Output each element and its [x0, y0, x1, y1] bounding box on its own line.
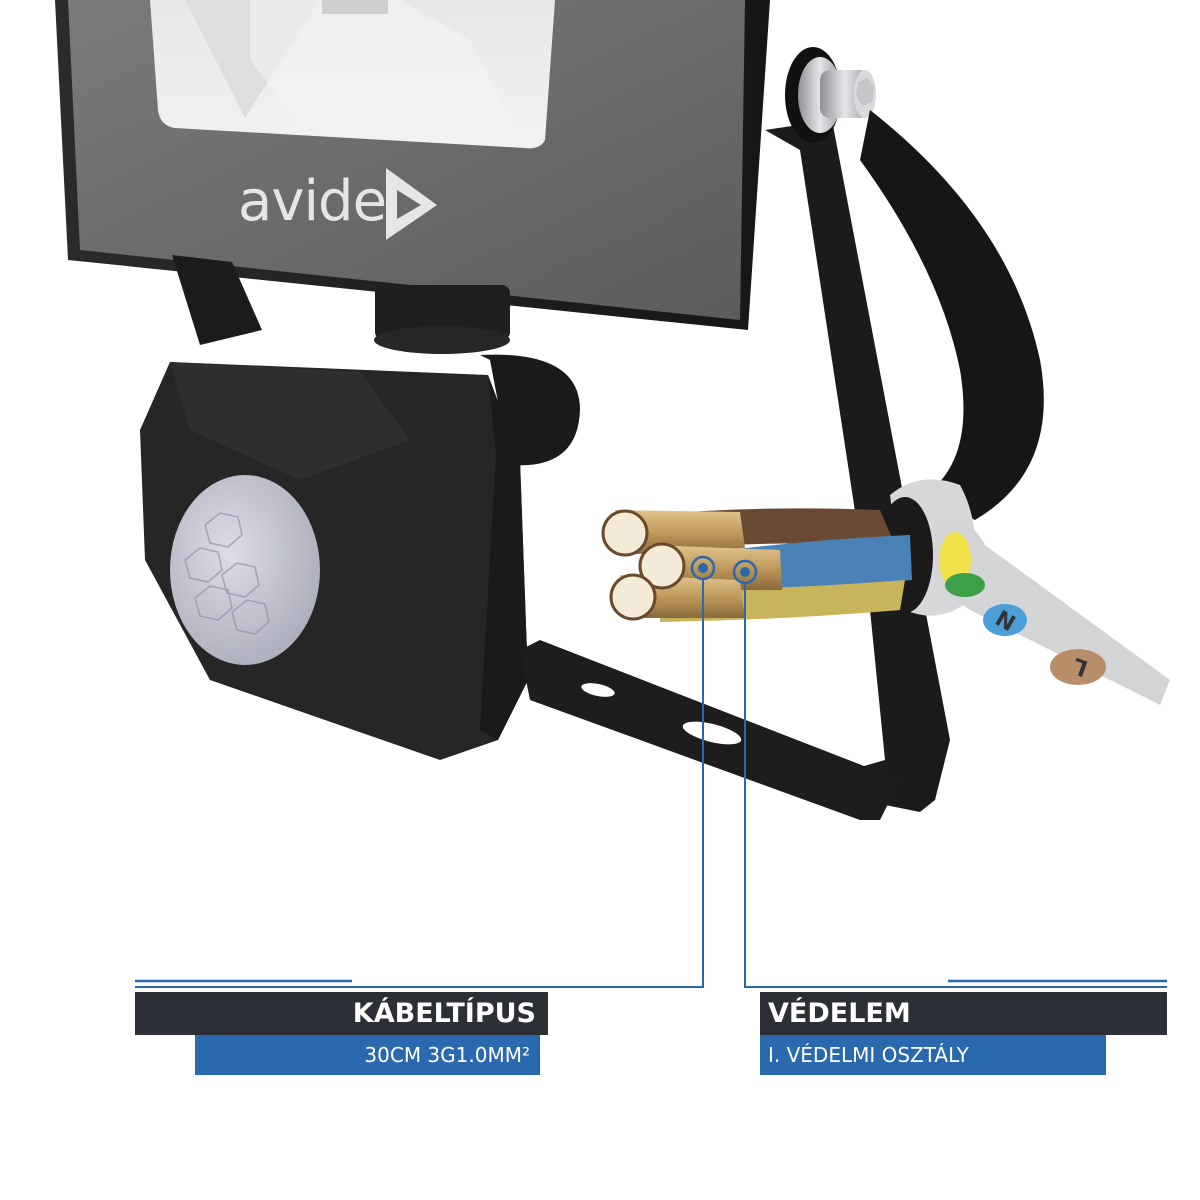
- pointer-line-cable: [135, 579, 704, 988]
- pir-lens: [170, 475, 320, 665]
- power-cable: [860, 110, 1044, 520]
- floodlight-body: avide: [55, 0, 770, 330]
- spec-title-protection: VÉDELEM: [760, 992, 1167, 1035]
- bolt-icon: [785, 47, 876, 143]
- spec-title-cable-type: KÁBELTÍPUS: [135, 992, 548, 1035]
- wires: [601, 508, 912, 622]
- wire-label-tag: N L: [935, 519, 1170, 705]
- motion-sensor: [140, 362, 528, 760]
- mount-arm-left: [172, 255, 262, 345]
- bracket-slot: [682, 721, 742, 745]
- svg-text:avide: avide: [238, 169, 386, 234]
- brand-logo: avide: [238, 168, 437, 240]
- mounting-bracket: [520, 120, 950, 820]
- bracket-hole: [581, 683, 615, 697]
- spec-value-cable-type: 30CM 3G1.0MM²: [195, 1035, 540, 1075]
- callout-pointers: [135, 555, 1167, 988]
- spec-value-protection: I. VÉDELMI OSZTÁLY: [760, 1035, 1106, 1075]
- pointer-line-protection: [744, 583, 1167, 988]
